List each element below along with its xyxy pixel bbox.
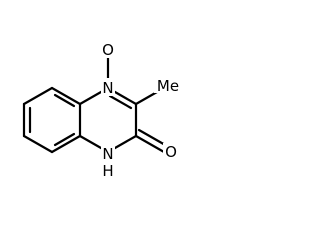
label-bg-methyl bbox=[154, 75, 182, 93]
bond-carbonyl-1 bbox=[134, 134, 166, 154]
bond-benzene-1 bbox=[22, 86, 54, 106]
bond-benzene-4 bbox=[50, 134, 82, 154]
heterocycle-ring bbox=[78, 86, 138, 154]
bond-benzene-6 bbox=[50, 86, 82, 106]
label-bg-amide-n bbox=[101, 145, 115, 163]
bond-benzene-3 bbox=[22, 134, 54, 154]
quinoxalinone-structure: N O Me O N H bbox=[22, 40, 182, 180]
carbonyl-oxygen-label: O bbox=[165, 143, 177, 161]
methyl-label: Me bbox=[157, 77, 179, 95]
benzene-ring bbox=[22, 86, 82, 154]
bond-benzene-inner-3 bbox=[53, 93, 76, 108]
bond-n1-c2-double bbox=[108, 94, 133, 110]
amide-nitrogen-label: N bbox=[102, 145, 113, 163]
bond-carbonyl-2 bbox=[137, 128, 169, 148]
oxide-oxygen-label: O bbox=[102, 41, 114, 59]
label-bg-carbonyl-o bbox=[163, 143, 179, 161]
label-bg-oxide-o bbox=[100, 40, 116, 58]
bond-benzene-inner-2 bbox=[53, 132, 76, 147]
label-bg-amide-h bbox=[101, 162, 115, 180]
amide-hydrogen-label: H bbox=[102, 162, 113, 180]
label-bg-n-oxide bbox=[101, 78, 115, 96]
n-oxide-atom-label: N bbox=[102, 79, 113, 97]
